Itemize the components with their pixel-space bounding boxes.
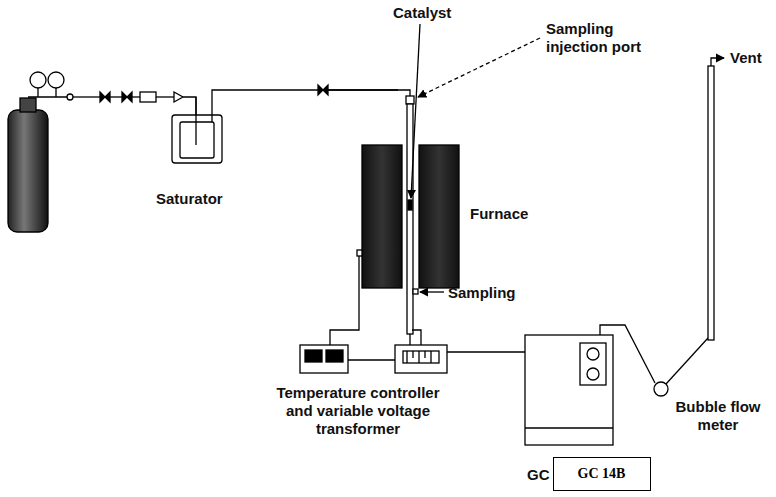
leader-line bbox=[420, 291, 444, 292]
gas-line bbox=[8, 24, 724, 445]
leader-line bbox=[418, 38, 540, 97]
label-text: GC bbox=[527, 466, 550, 484]
variable-transformer bbox=[395, 345, 447, 373]
reactor-tube bbox=[407, 104, 413, 334]
check-valve bbox=[174, 92, 190, 102]
injection-port bbox=[406, 96, 414, 104]
label-text: Sampling bbox=[448, 284, 516, 302]
label-text: Saturator bbox=[156, 190, 223, 208]
furnace-half bbox=[362, 145, 402, 288]
label-text: Bubble flow meter bbox=[668, 398, 768, 434]
filter bbox=[140, 92, 156, 102]
cylinder-valve bbox=[20, 98, 36, 112]
label-text: Furnace bbox=[470, 205, 528, 223]
saturator-vessel bbox=[172, 115, 222, 163]
instrument-label-box: GC 14B bbox=[553, 457, 651, 491]
furnace-half bbox=[419, 145, 459, 288]
label-text: Sampling injection port bbox=[546, 20, 656, 56]
label-text: Temperature controller and variable volt… bbox=[262, 384, 454, 438]
valve bbox=[122, 92, 132, 102]
temperature-controller bbox=[300, 345, 348, 373]
pressure-gauge bbox=[30, 72, 46, 88]
node-text: GC 14B bbox=[578, 466, 626, 482]
bubble-bulb bbox=[654, 382, 668, 396]
valve bbox=[318, 85, 328, 95]
sampling-port bbox=[413, 289, 418, 294]
catalyst-bed bbox=[408, 200, 412, 210]
pressure-gauge bbox=[48, 72, 64, 88]
label-text: Vent bbox=[730, 49, 762, 67]
leader-line bbox=[411, 24, 420, 198]
gas-cylinder bbox=[8, 110, 48, 232]
valve bbox=[100, 92, 110, 102]
label-text: Catalyst bbox=[393, 4, 451, 22]
bubble-flow-meter bbox=[708, 66, 714, 340]
gas-chromatograph bbox=[525, 335, 613, 445]
